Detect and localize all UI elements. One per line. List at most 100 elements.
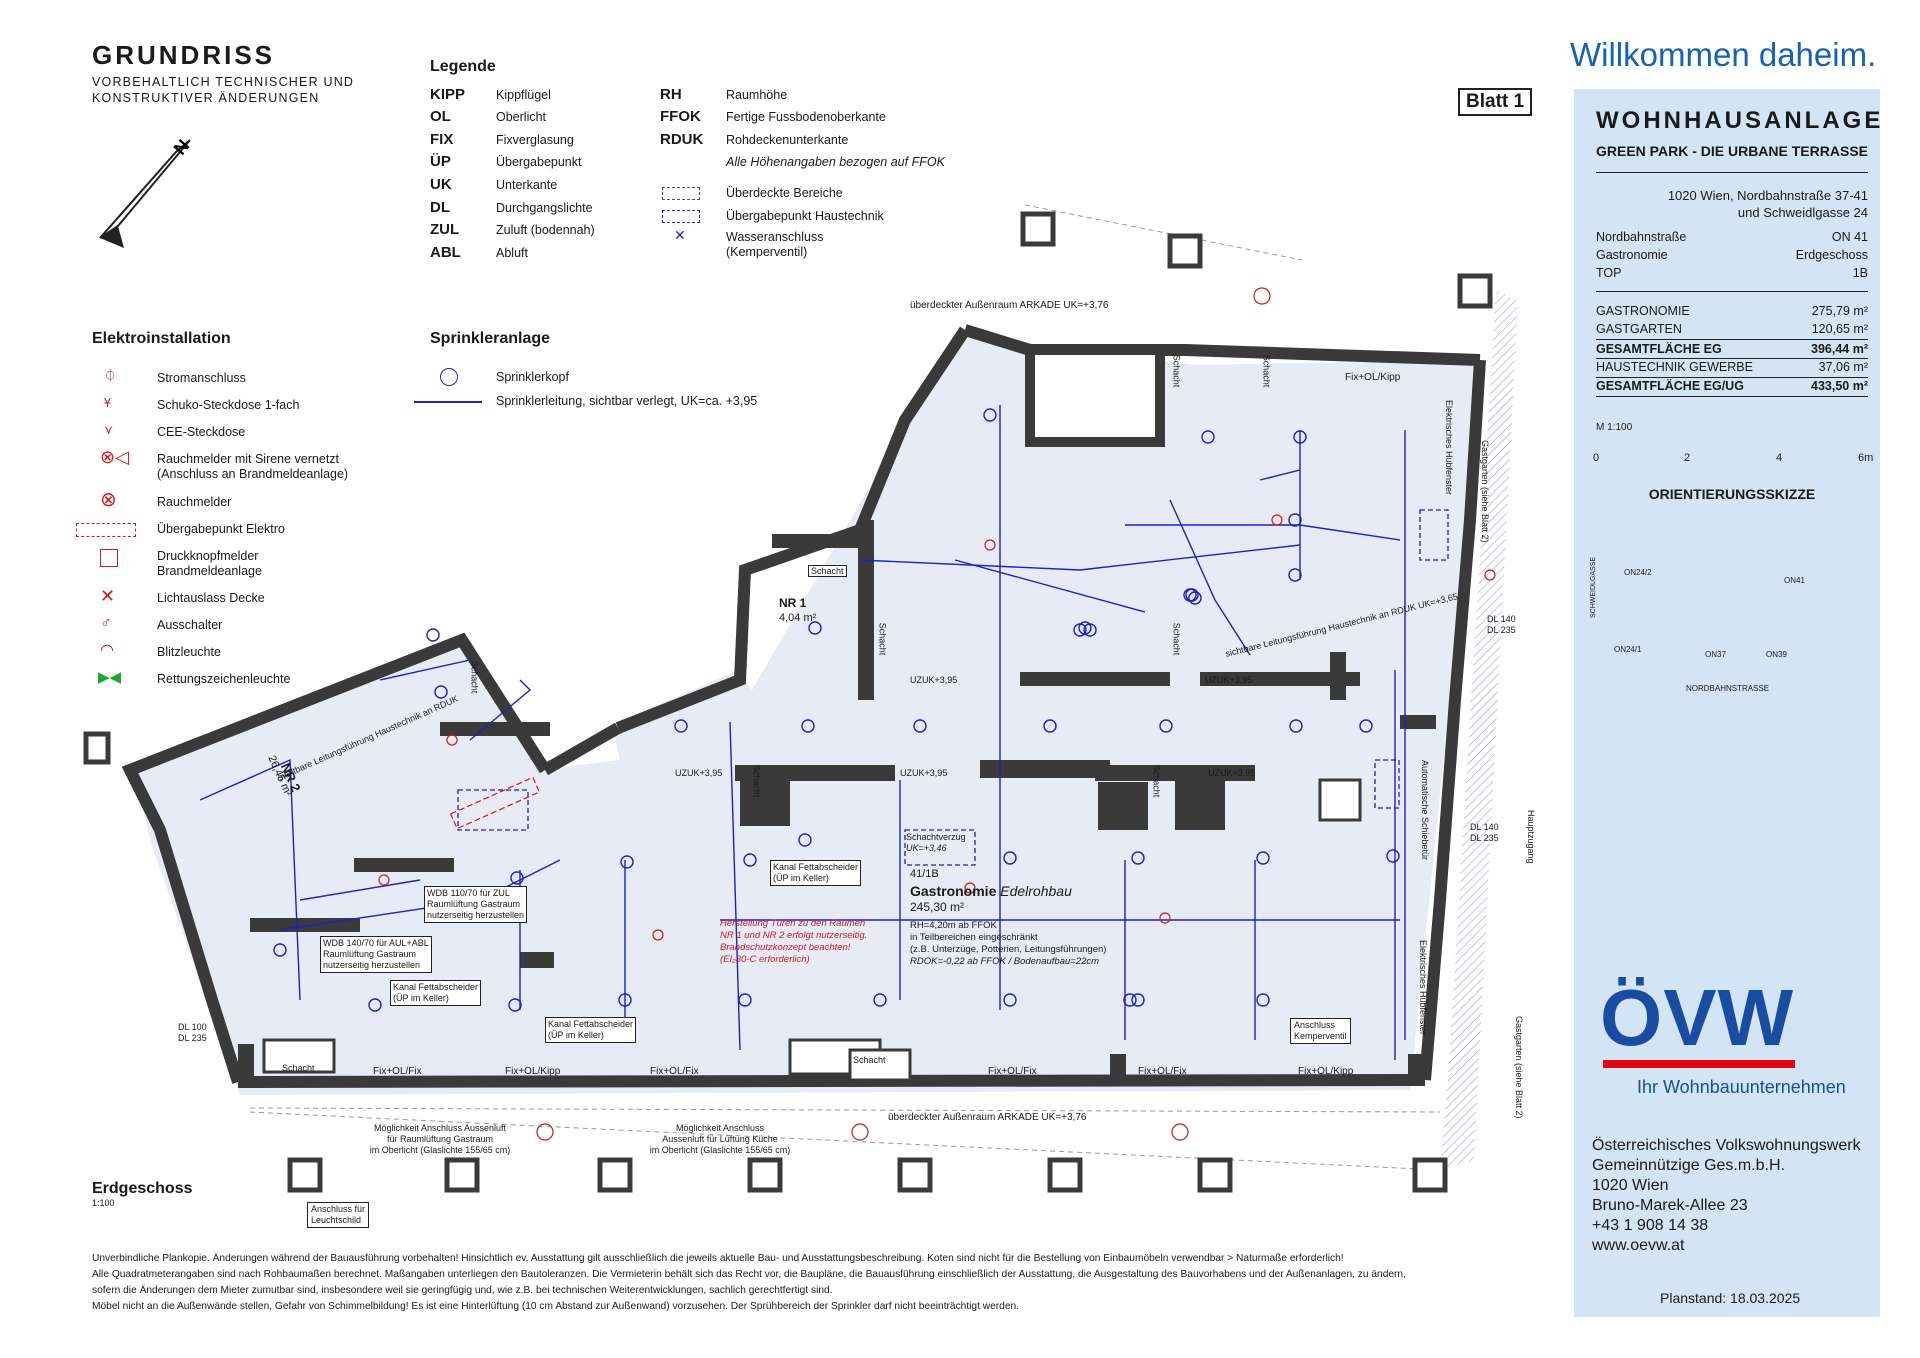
beam-label: UZUK+3,95 [910, 675, 958, 685]
legend-text: Kippflügel [496, 88, 551, 102]
gastro-name: Gastronomie Edelrohbau [910, 883, 1072, 899]
area-key: GESAMTFLÄCHE EG [1596, 342, 1722, 356]
company-line: Bruno-Marek-Allee 23 [1592, 1197, 1748, 1214]
divider [1596, 396, 1868, 397]
grease-line: Kanal Fettabscheider [393, 982, 479, 992]
rh-line: RDOK=-0,22 ab FFOK / Bodenaufbau=22cm [910, 956, 1100, 967]
legend-text: Raumhöhe [726, 88, 788, 102]
address-line: 1020 Wien, Nordbahnstraße 37-41 [1667, 188, 1868, 203]
legend-text: Unterkante [496, 178, 558, 192]
wdb-line: WDB 140/70 für AUL+ABL [323, 938, 429, 948]
area-value: 396,44 m² [1811, 342, 1868, 356]
elektro-text: Rauchmelder mit Sirene vernetzt [157, 452, 340, 466]
elektro-title: Elektroinstallation [92, 330, 231, 347]
area-key: HAUSTECHNIK GEWERBE [1596, 360, 1753, 374]
garden-note: Gastgarten (siehe Blatt 2) [1480, 440, 1490, 543]
legend-abbr: ZUL [430, 221, 460, 238]
divider [1596, 291, 1868, 292]
window-label: Fix+OL/Fix [988, 1066, 1037, 1077]
shaft-transfer: Schachtverzug UK=+3,46 [906, 832, 966, 854]
legend-abbr: RDUK [660, 131, 704, 148]
legend-abbr: ÜP [430, 153, 451, 170]
beam-label: UZUK+3,95 [1205, 675, 1253, 685]
dl-line: DL 140 [1487, 614, 1516, 624]
outside-air-line: Möglichkeit Anschluss [675, 1123, 765, 1133]
elektro-text: Druckknopfmelder [157, 549, 259, 563]
schuko-socket-icon: Ұ [104, 396, 111, 410]
legend-abbr: ABL [430, 244, 461, 261]
gastro-area: 245,30 m² [910, 900, 965, 914]
rh-line: (z.B. Unterzüge, Potterien, Leitungsführ… [910, 944, 1107, 955]
smoke-detector-siren-icon: ⊗◁ [100, 447, 129, 467]
sketch-label: NORDBAHNSTRASSE [1686, 684, 1770, 693]
dashed-rect-blue-icon [662, 210, 700, 223]
legend-title: Legende [430, 58, 496, 75]
elektro-text-2: (Anschluss an Brandmeldeanlage) [157, 467, 349, 481]
grease-line: (ÜP im Keller) [773, 873, 829, 883]
lift-window-label: Elektrisches Hubfenster [1418, 940, 1428, 1036]
elektro-text: Übergabepunkt Elektro [157, 522, 285, 536]
area-value: 120,65 m² [1811, 322, 1868, 336]
elektro-text: Blitzleuchte [157, 645, 221, 659]
dl-line: DL 235 [1470, 833, 1499, 843]
shaft-label: Schacht [877, 622, 888, 656]
warning-line: NR 1 und NR 2 erfolgt nutzerseitig. [720, 930, 868, 941]
logo-subtitle: Ihr Wohnbauunternehmen [1637, 1077, 1846, 1097]
rh-line: RH=4,20m ab FFOK [910, 920, 997, 931]
legend-abbr: RH [660, 86, 682, 103]
company-line: Gemeinnützige Ges.m.b.H. [1592, 1157, 1785, 1174]
legend-abbr: KIPP [430, 86, 466, 103]
nr1-label: NR 1 [779, 596, 807, 610]
project-subtitle: GREEN PARK - DIE URBANE TERRASSE [1596, 143, 1868, 159]
floor-scale: 1:100 [92, 1198, 115, 1208]
arcade-label-top: überdeckter Außenraum ARKADE UK=+3,76 [910, 300, 1109, 311]
gastro-sub-text: Edelrohbau [1000, 883, 1072, 899]
grease-line: Kanal Fettabscheider [548, 1019, 634, 1029]
kemper-line: Kemperventil [1294, 1031, 1347, 1041]
info-key: Gastronomie [1596, 248, 1668, 262]
warning-line: Brandschutzkonzept beachten! [720, 942, 851, 953]
legend-abbr: FIX [430, 131, 454, 148]
orientation-title: ORIENTIERUNGSSKIZZE [1648, 486, 1816, 502]
door-warning: Herstellung Türen zu den Räumen NR 1 und… [720, 918, 867, 966]
outside-air-line: im Oberlicht (Glaslichte 155/65 cm) [649, 1145, 791, 1155]
elektro-text: Stromanschluss [157, 371, 246, 385]
info-panel [1574, 89, 1880, 1317]
company-website[interactable]: www.oevw.at [1592, 1237, 1685, 1254]
legend-abbr: UK [430, 176, 452, 193]
rh-line: in Teilbereichen eingeschränkt [910, 932, 1038, 943]
legend-text: Überdeckte Bereiche [726, 186, 843, 200]
beam-label: UZUK+3,95 [900, 768, 948, 778]
legend-text: Durchgangslichte [496, 201, 593, 215]
flash-light-icon: ◠ [100, 642, 114, 659]
elektro-text-2: Brandmeldeanlage [157, 564, 262, 578]
elektro-text: CEE-Steckdose [157, 425, 246, 439]
sliding-door-label: Automatische Schiebetür [1420, 760, 1430, 861]
page-title: GRUNDRISS [92, 40, 276, 70]
elektro-text: Rettungszeichenleuchte [157, 672, 291, 686]
project-title: WOHNHAUSANLAGE [1596, 107, 1884, 134]
north-arrow-icon: N [99, 136, 193, 248]
legend-text: Zuluft (bodennah) [496, 223, 595, 237]
shaft-label: Schacht [853, 1055, 886, 1065]
shaft-label: Schacht [808, 565, 847, 577]
window-label: Fix+OL/Kipp [505, 1066, 561, 1077]
warning-line: (EI₂30-C erforderlich) [720, 954, 810, 965]
company-address: Österreichisches Volkswohnungswerk Gemei… [1592, 1136, 1861, 1256]
dl-line: DL 140 [1470, 822, 1499, 832]
window-label: Fix+OL/Fix [373, 1066, 422, 1077]
company-line: 1020 Wien [1592, 1177, 1669, 1194]
emergency-sign-light-icon: ▶◀ [98, 669, 122, 686]
dl-line: DL 235 [178, 1033, 207, 1043]
info-value: ON 41 [1831, 230, 1868, 244]
warning-line: Herstellung Türen zu den Räumen [720, 918, 866, 929]
scale-label: M 1:100 [1596, 422, 1633, 433]
